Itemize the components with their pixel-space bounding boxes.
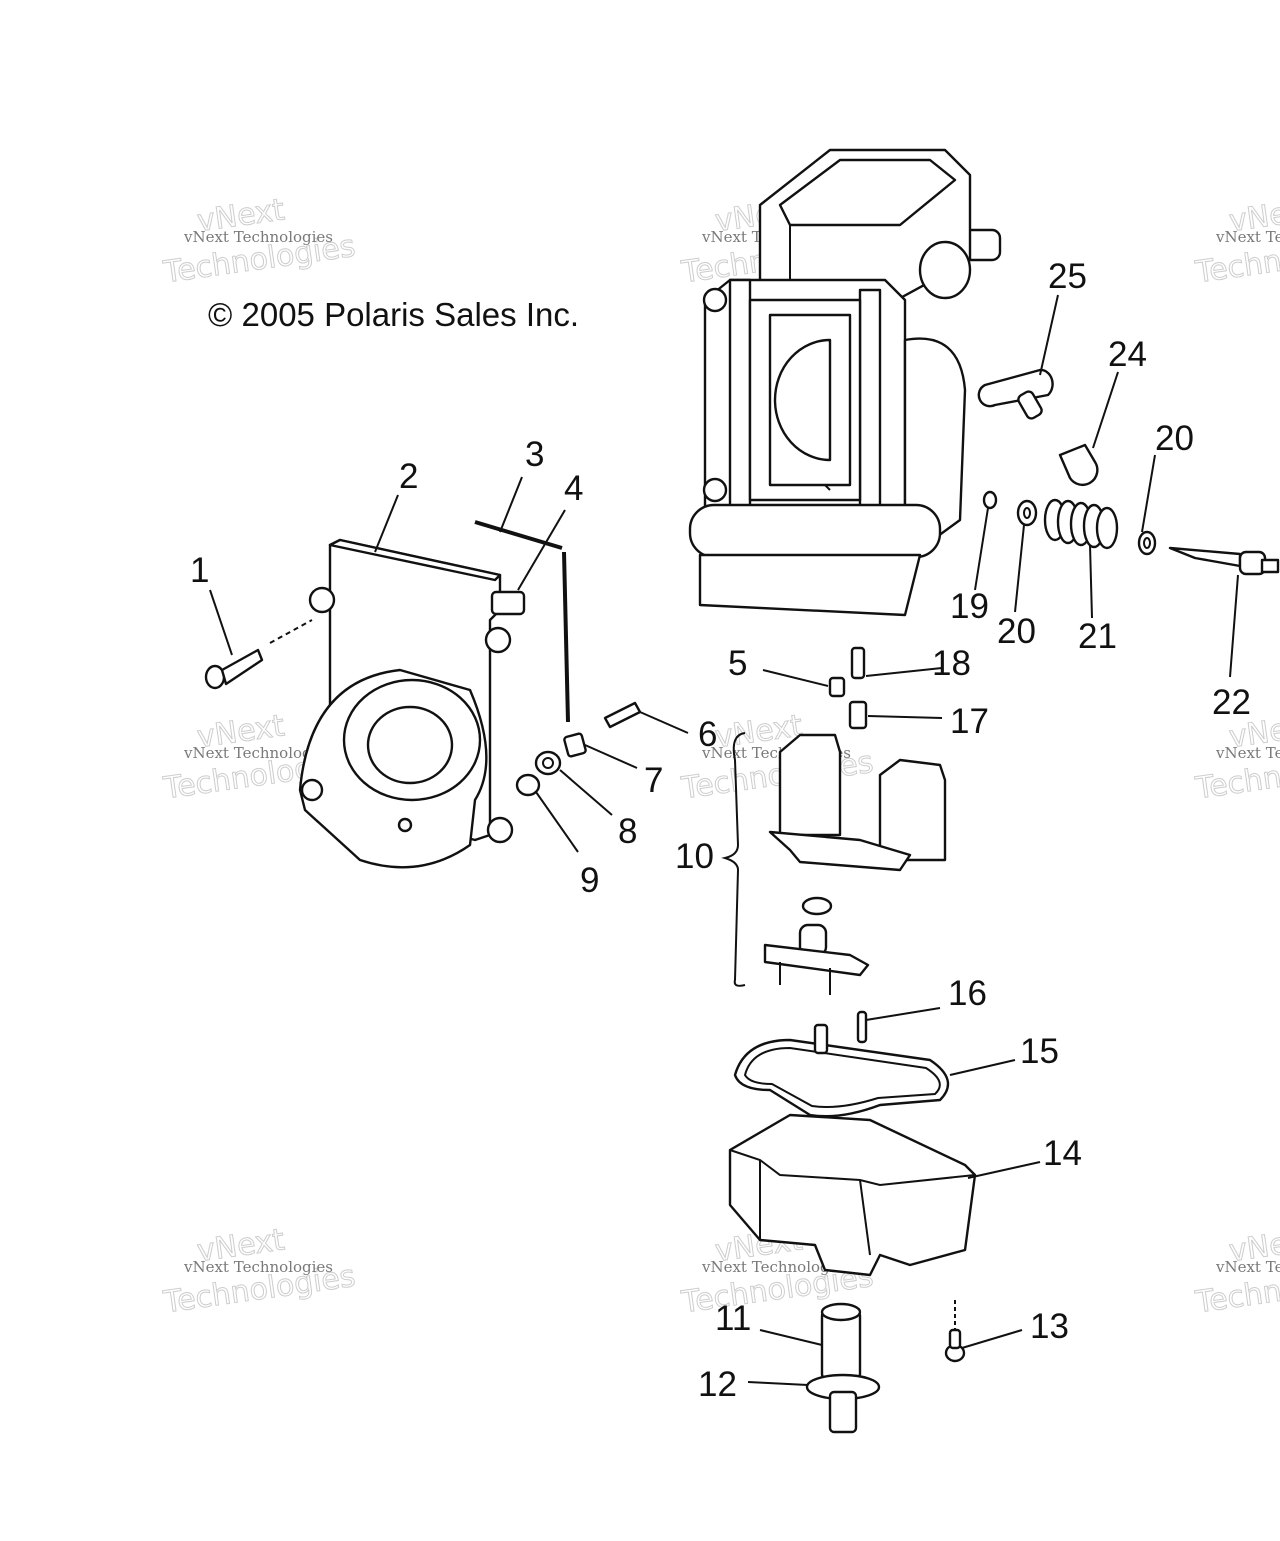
part-25-fitting [977, 368, 1054, 420]
callout-12: 12 [698, 1365, 737, 1404]
callout-24: 24 [1108, 335, 1147, 374]
callout-11: 11 [715, 1299, 751, 1338]
callout-10: 10 [675, 837, 714, 876]
watermark-text: vNext Technologies [1215, 228, 1280, 246]
callout-21: 21 [1078, 617, 1117, 656]
callout-4: 4 [564, 469, 583, 508]
callout-20a: 20 [997, 612, 1036, 651]
callout-1: 1 [190, 551, 209, 590]
watermark-text: vNext Technologies [1215, 1258, 1280, 1276]
part-21-spring [1043, 498, 1119, 550]
callout-13: 13 [1030, 1307, 1069, 1346]
callout-22: 22 [1212, 683, 1251, 722]
part-24-cap [1058, 443, 1099, 487]
copyright-notice: © 2005 Polaris Sales Inc. [208, 296, 580, 333]
callout-20b: 20 [1155, 419, 1194, 458]
part-8-washer [534, 750, 562, 776]
part-19-oring [982, 490, 998, 510]
part-4-pin [562, 551, 570, 723]
part-7-clip [563, 732, 587, 758]
watermark-text: vNext Technologies [701, 1258, 851, 1276]
callout-17: 17 [950, 702, 989, 741]
part-15-gasket [733, 1023, 950, 1118]
callout-8: 8 [618, 812, 637, 851]
part-6-screw [603, 701, 642, 729]
watermark-text: vNext Technologies [183, 228, 333, 246]
watermark-text: vNext Technologies [1215, 744, 1280, 762]
callout-2: 2 [399, 457, 418, 496]
part-3-shaft [474, 520, 563, 550]
callout-3: 3 [525, 435, 544, 474]
part-11-12-drain-fitting [805, 1302, 881, 1434]
watermark-text: vNext Technologies [183, 744, 333, 762]
callout-25: 25 [1048, 257, 1087, 296]
callout-18: 18 [932, 644, 971, 683]
part-16-screw [856, 1010, 868, 1044]
part-2-cover-plate [298, 538, 526, 869]
carburetor-body [688, 148, 1002, 617]
part-10-float-assembly [721, 646, 947, 995]
part-1-screw [204, 619, 313, 690]
callout-14: 14 [1043, 1134, 1082, 1173]
callout-6: 6 [698, 715, 717, 754]
callout-5: 5 [728, 644, 747, 683]
part-13-screw [944, 1300, 966, 1363]
part-9-oring [515, 773, 541, 797]
watermark-text: vNext Technologies [183, 1258, 333, 1276]
part-14-float-bowl [728, 1113, 977, 1277]
callout-7: 7 [644, 761, 663, 800]
part-20b-washer [1137, 530, 1157, 556]
callouts: 1 2 3 4 5 6 7 8 9 10 11 12 13 14 15 16 1… [190, 257, 1251, 1404]
part-20a-washer [1016, 499, 1038, 527]
callout-9: 9 [580, 861, 599, 900]
callout-15: 15 [1020, 1032, 1059, 1071]
leader-lines [209, 294, 1239, 1386]
callout-19: 19 [950, 587, 989, 626]
callout-16: 16 [948, 974, 987, 1013]
part-22-screw [1168, 546, 1280, 576]
